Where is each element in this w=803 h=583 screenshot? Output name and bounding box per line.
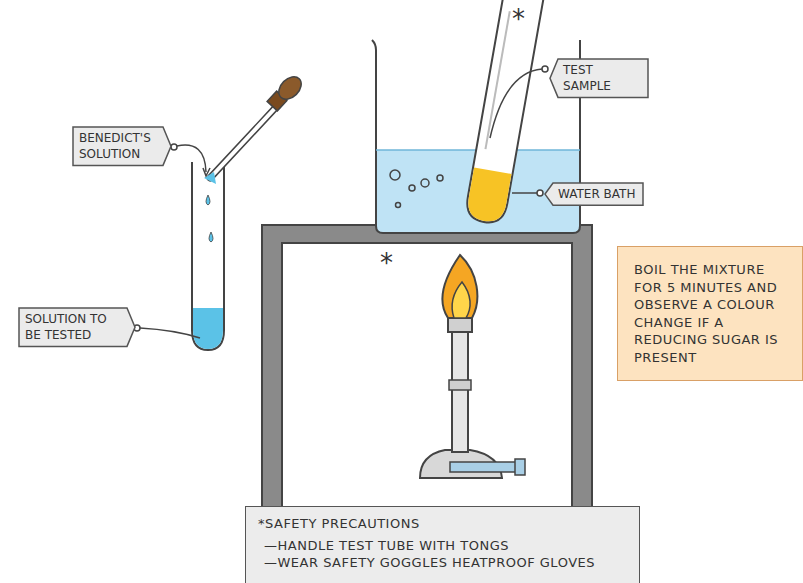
leader-line: [512, 192, 537, 194]
note-box: BOIL THE MIXTURE FOR 5 MINUTES AND OBSER…: [617, 246, 803, 381]
callout-label: BENEDICT'S SOLUTION: [79, 130, 158, 162]
tag-outline-path: [550, 59, 648, 97]
test-tube: [192, 162, 224, 350]
leader-dot: [537, 190, 543, 196]
callout-label: WATER BATH: [558, 186, 637, 202]
leader-arrowhead: [203, 168, 210, 176]
callout-tag: WATER BATH: [544, 182, 644, 206]
note-text: BOIL THE MIXTURE FOR 5 MINUTES AND OBSER…: [634, 261, 786, 366]
leader-dot: [542, 66, 548, 72]
bunsen-burner: [420, 255, 525, 478]
callout-tag: BENEDICT'S SOLUTION: [72, 126, 172, 166]
tag-outline-path: [19, 308, 135, 346]
note-text: —HANDLE TEST TUBE WITH TONGS: [258, 537, 627, 555]
leader-line: [140, 328, 200, 338]
leader-line: [177, 145, 206, 172]
dropper: [204, 72, 306, 242]
safety-asterisk: *: [380, 250, 393, 276]
safety-asterisk: *: [512, 6, 525, 32]
tag-outline-path: [73, 127, 171, 165]
callout-tag: TEST SAMPLE: [549, 58, 649, 98]
box-heading: *SAFETY PRECAUTIONS: [258, 515, 627, 533]
leader-lines: [134, 66, 548, 338]
leader-dot: [171, 144, 177, 150]
test-sample-tube: [464, 0, 544, 225]
callout-tag: SOLUTION TO BE TESTED: [18, 307, 136, 347]
leader-line: [490, 69, 542, 138]
tag-outline-path: [545, 183, 643, 205]
callout-label: SOLUTION TO BE TESTED: [25, 311, 122, 343]
note-box: *SAFETY PRECAUTIONS —HANDLE TEST TUBE WIT…: [245, 506, 640, 583]
note-text: —WEAR SAFETY GOGGLES HEATPROOF GLOVES: [258, 554, 627, 572]
callout-label: TEST SAMPLE: [563, 62, 642, 94]
beaker: [372, 40, 580, 233]
